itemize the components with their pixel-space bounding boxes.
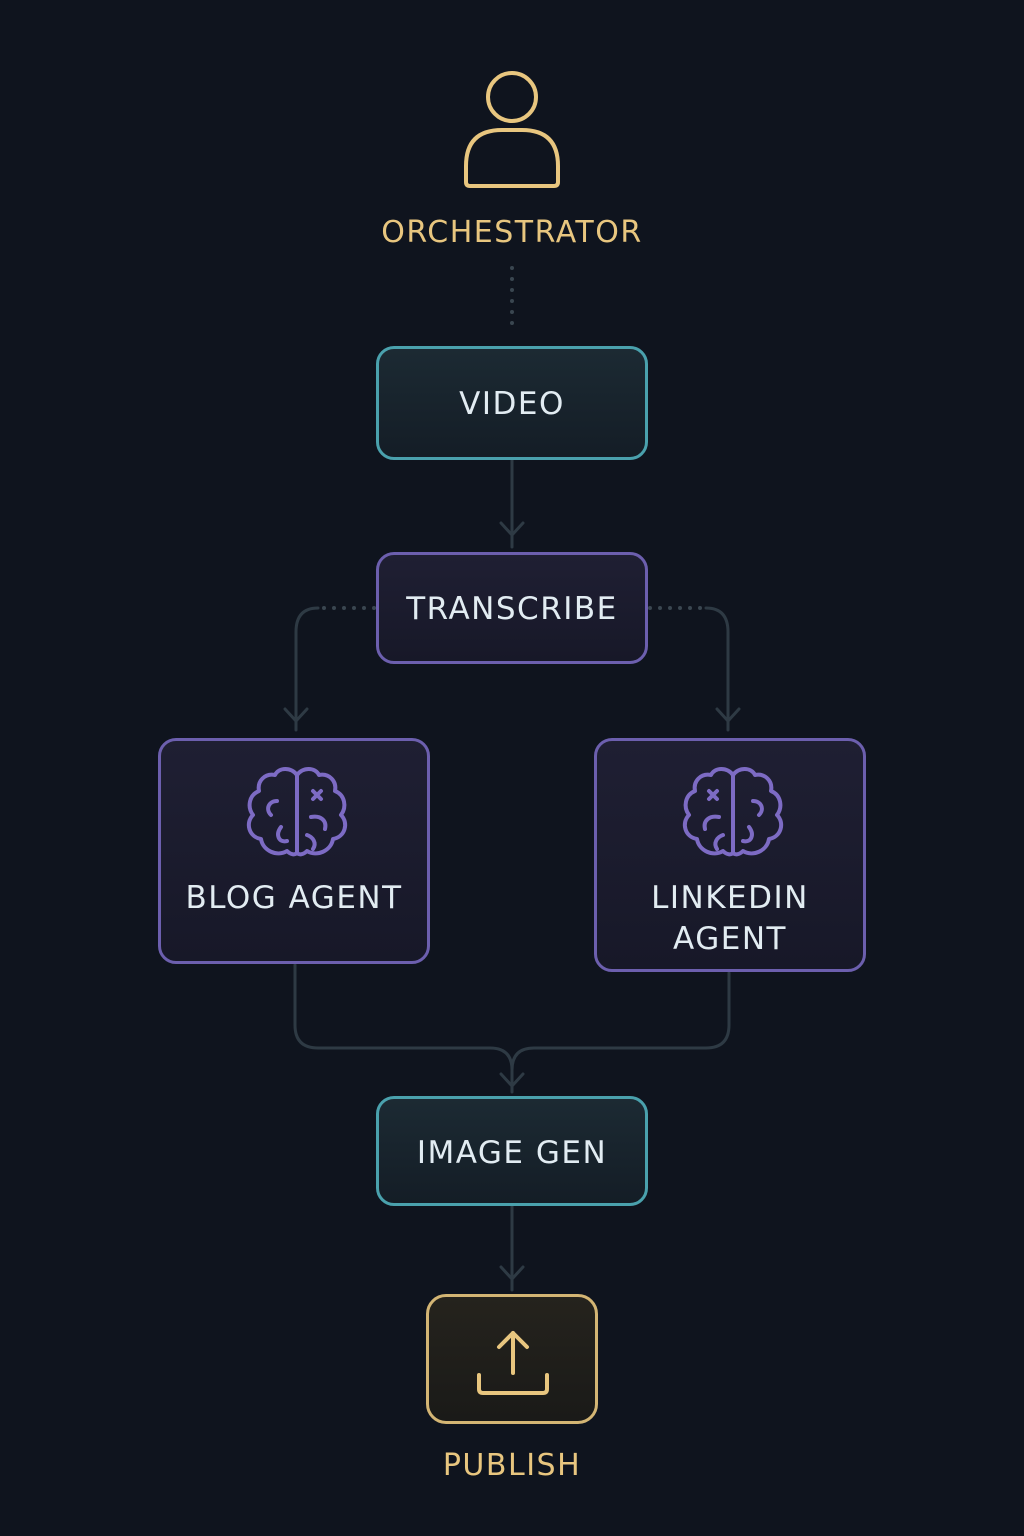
edge-agents-merge-image-gen (293, 963, 731, 1094)
blog-agent-node: BLOG AGENT (158, 738, 430, 964)
edge-transcribe-linkedin-agent (648, 606, 741, 732)
image-gen-label: IMAGE GEN (416, 1135, 608, 1171)
upload-icon (477, 1331, 549, 1395)
transcribe-label: TRANSCRIBE (406, 591, 618, 627)
video-node: VIDEO (376, 346, 648, 460)
edge-video-transcribe (499, 458, 525, 549)
linkedin-agent-label-line2: AGENT (673, 921, 787, 957)
publish-label: PUBLISH (442, 1448, 582, 1483)
user-icon (464, 71, 560, 188)
edge-image-gen-publish (499, 1204, 525, 1292)
video-label: VIDEO (459, 386, 565, 422)
transcribe-node: TRANSCRIBE (376, 552, 648, 664)
image-gen-node: IMAGE GEN (376, 1096, 648, 1206)
brain-icon (682, 767, 784, 857)
blog-agent-label: BLOG AGENT (185, 880, 403, 916)
orchestrator-label: ORCHESTRATOR (381, 215, 643, 250)
publish-node (426, 1294, 598, 1424)
brain-icon (246, 767, 348, 857)
edge-transcribe-blog-agent (283, 606, 376, 732)
linkedin-agent-label-line1: LINKEDIN (651, 880, 809, 916)
linkedin-agent-node: LINKEDIN AGENT (594, 738, 866, 972)
